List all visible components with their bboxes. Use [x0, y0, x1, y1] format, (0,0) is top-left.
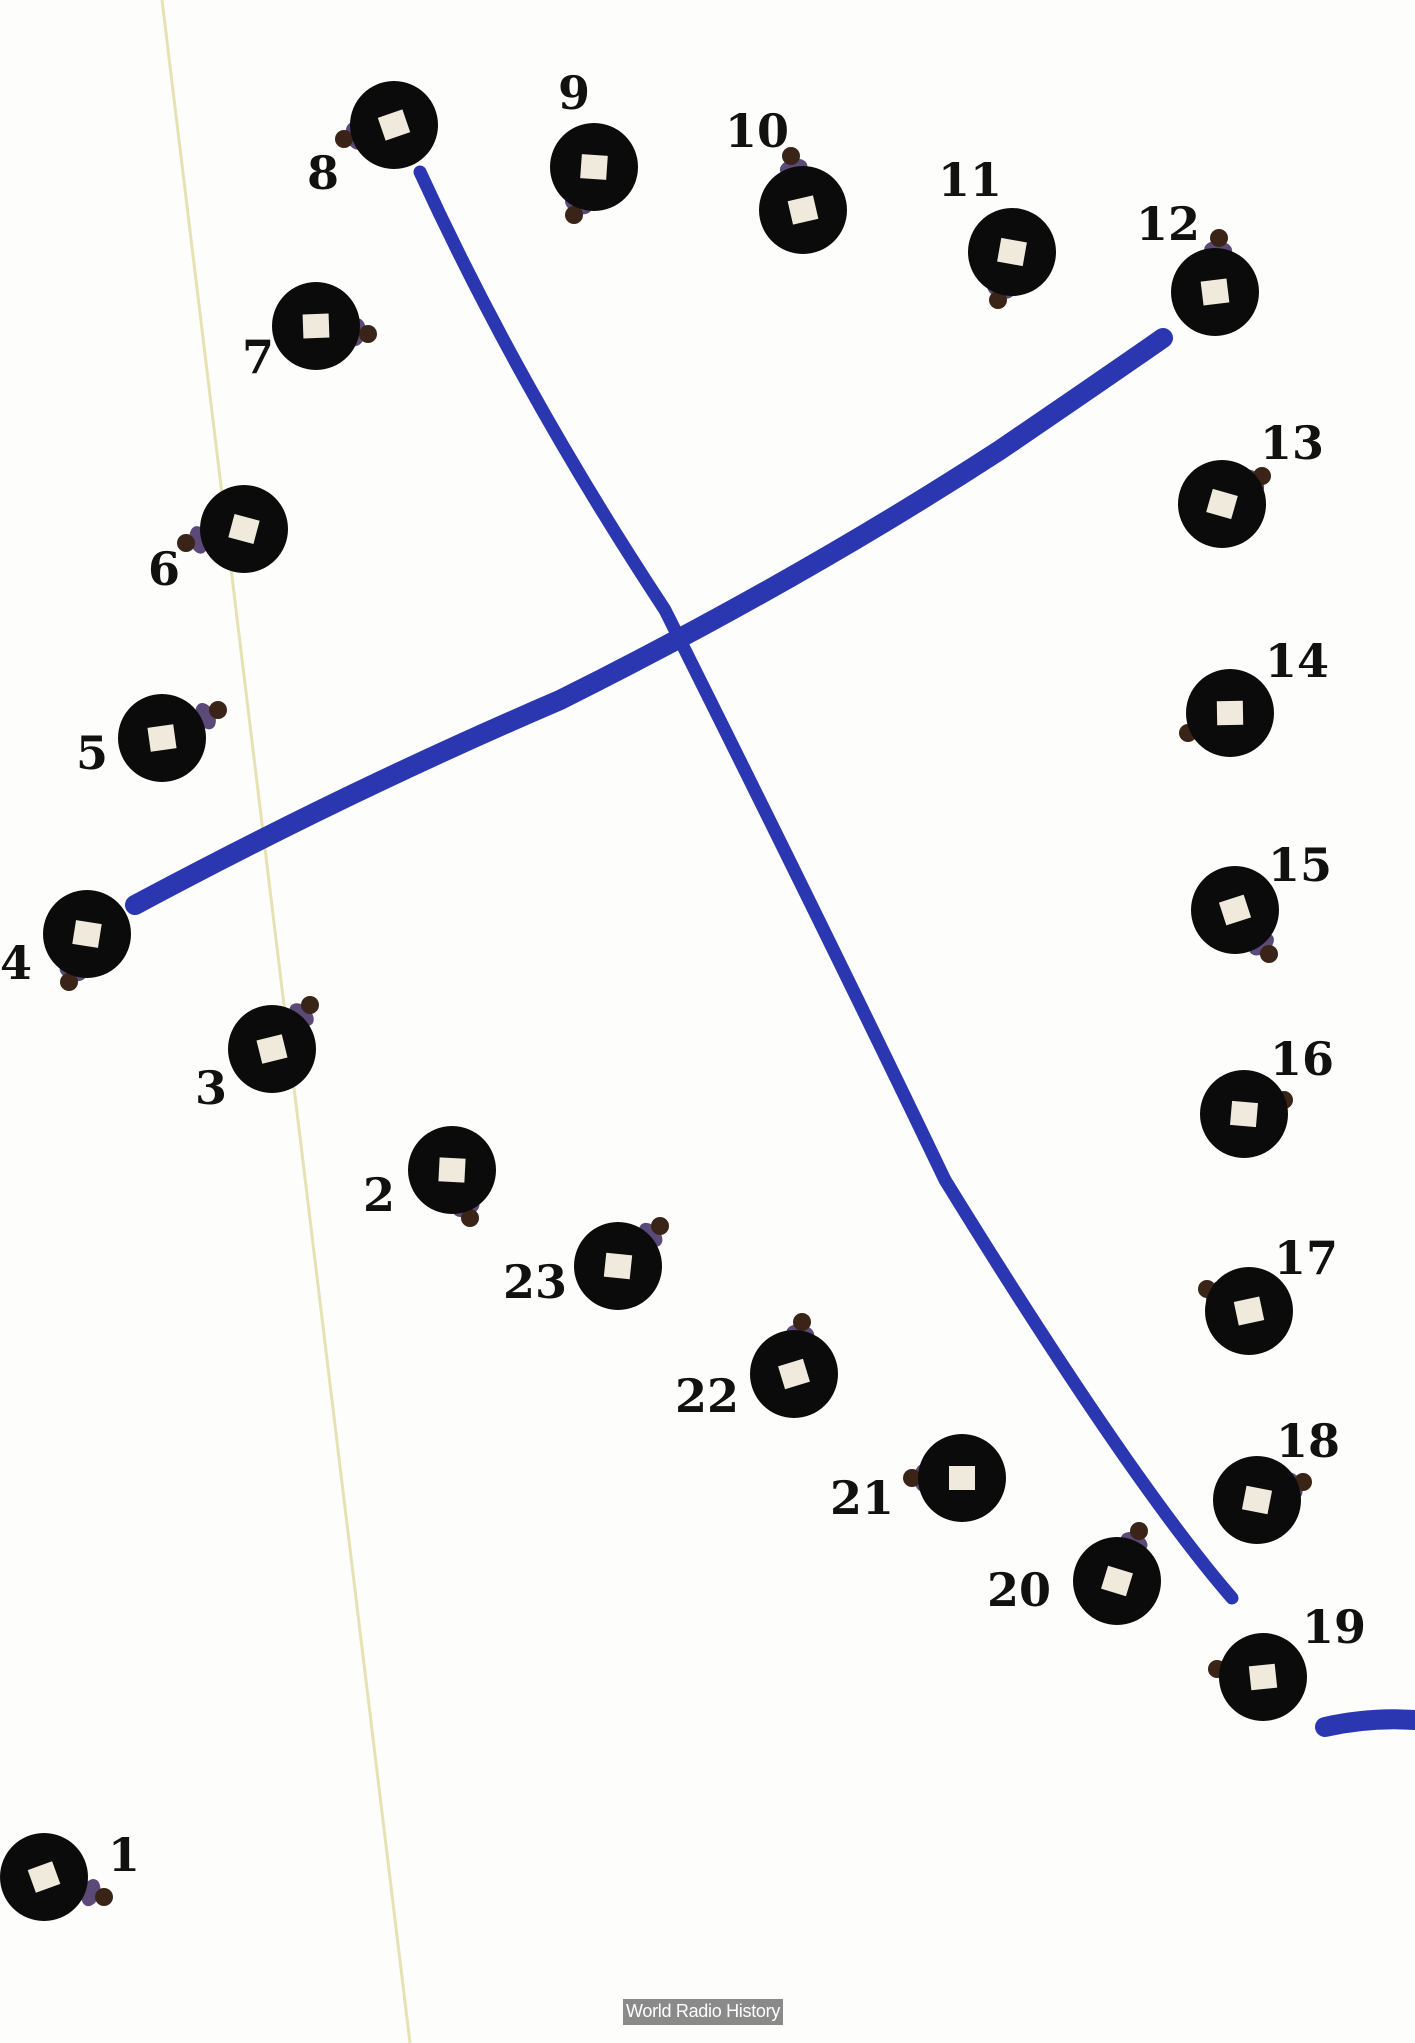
paper-sheet [147, 724, 176, 751]
paper-sheet [949, 1466, 975, 1490]
figure-number-11: 11 [938, 157, 1002, 203]
paper-sheet [1249, 1664, 1277, 1691]
figure-number-22: 22 [675, 1373, 739, 1419]
figure-number-13: 13 [1260, 420, 1324, 466]
figure-9 [550, 123, 638, 224]
figure-number-4: 4 [0, 940, 32, 986]
figure-number-3: 3 [195, 1065, 227, 1111]
figure-number-21: 21 [830, 1475, 894, 1521]
figure-number-6: 6 [148, 546, 180, 592]
person-head [651, 1217, 669, 1235]
figure-number-2: 2 [363, 1172, 395, 1218]
figures-group [0, 81, 1312, 1921]
figure-number-15: 15 [1268, 842, 1332, 888]
paper-sheet [580, 154, 608, 180]
watermark: World Radio History [623, 1999, 783, 2025]
figure-19 [1208, 1633, 1307, 1721]
figure-number-10: 10 [725, 108, 789, 154]
figure-6 [177, 485, 288, 573]
person-head [1210, 229, 1228, 247]
paper-sheet [1217, 701, 1243, 725]
figure-20 [1073, 1522, 1161, 1625]
person-head [359, 325, 377, 343]
figure-number-14: 14 [1265, 638, 1329, 684]
figure-1 [0, 1833, 113, 1921]
paper-sheet [303, 314, 330, 339]
figure-number-8: 8 [307, 150, 339, 196]
figure-18 [1213, 1456, 1312, 1544]
paper-sheet [1201, 279, 1230, 306]
figure-number-18: 18 [1276, 1418, 1340, 1464]
figure-number-1: 1 [108, 1832, 140, 1878]
figure-8 [335, 81, 438, 169]
paper-sheet [1230, 1101, 1258, 1127]
person-head [793, 1313, 811, 1331]
figure-7 [272, 282, 377, 370]
paper-sheet [438, 1157, 465, 1182]
figure-3 [228, 996, 319, 1093]
blue-stroke-cross [135, 338, 1163, 905]
person-head [1260, 945, 1278, 963]
figure-number-5: 5 [76, 730, 108, 776]
person-head [301, 996, 319, 1014]
person-head [95, 1888, 113, 1906]
figure-number-7: 7 [242, 334, 274, 380]
figure-number-23: 23 [503, 1259, 567, 1305]
figure-number-16: 16 [1270, 1036, 1334, 1082]
figure-number-9: 9 [558, 70, 590, 116]
paper-sheet [72, 920, 101, 948]
figure-4 [43, 890, 131, 991]
figure-21 [903, 1434, 1006, 1522]
figure-23 [574, 1217, 669, 1310]
blue-stroke-fragment [1325, 1719, 1415, 1727]
figure-15 [1191, 866, 1279, 963]
figure-5 [118, 694, 227, 782]
figure-number-17: 17 [1274, 1235, 1338, 1281]
figure-14 [1179, 669, 1274, 757]
paper-sheet [997, 238, 1027, 266]
figure-13 [1178, 460, 1271, 548]
figure-number-19: 19 [1302, 1604, 1366, 1650]
figure-2 [408, 1126, 496, 1227]
paper-sheet [1242, 1486, 1272, 1515]
figure-number-12: 12 [1136, 201, 1200, 247]
figure-11 [968, 208, 1056, 309]
person-head [209, 701, 227, 719]
person-head [1130, 1522, 1148, 1540]
figure-number-20: 20 [987, 1567, 1051, 1613]
paper-sheet [604, 1253, 632, 1280]
figure-22 [750, 1313, 838, 1418]
figure-10 [759, 147, 847, 254]
